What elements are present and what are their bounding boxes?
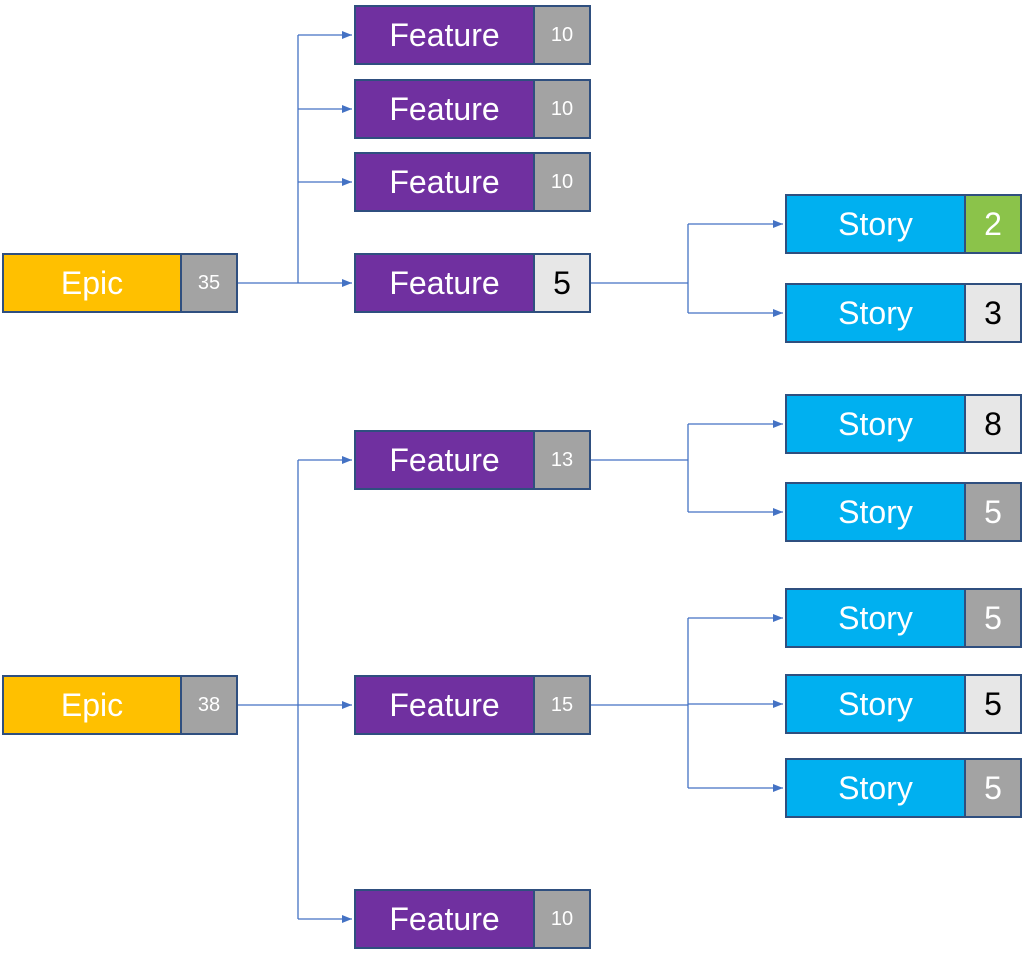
story-label: Story — [787, 285, 966, 341]
feature-label: Feature — [356, 81, 535, 137]
story-label: Story — [787, 484, 966, 540]
story-node: Story 5 — [785, 674, 1022, 734]
story-label: Story — [787, 676, 966, 732]
story-label: Story — [787, 396, 966, 452]
feature-node: Feature 13 — [354, 430, 591, 490]
story-points: 5 — [966, 484, 1020, 540]
story-label: Story — [787, 196, 966, 252]
story-node: Story 2 — [785, 194, 1022, 254]
feature-label: Feature — [356, 432, 535, 488]
feature-label: Feature — [356, 891, 535, 947]
story-label: Story — [787, 760, 966, 816]
story-points: 5 — [966, 760, 1020, 816]
story-node: Story 5 — [785, 758, 1022, 818]
feature-points: 10 — [535, 891, 589, 947]
feature-points: 5 — [535, 255, 589, 311]
epic-label: Epic — [4, 255, 182, 311]
feature-points: 10 — [535, 154, 589, 210]
feature-points: 10 — [535, 7, 589, 63]
story-node: Story 5 — [785, 588, 1022, 648]
story-node: Story 3 — [785, 283, 1022, 343]
feature-node: Feature 10 — [354, 889, 591, 949]
epic-node: Epic 38 — [2, 675, 238, 735]
epic-label: Epic — [4, 677, 182, 733]
feature-label: Feature — [356, 7, 535, 63]
story-points: 5 — [966, 676, 1020, 732]
feature-node: Feature 10 — [354, 79, 591, 139]
feature-label: Feature — [356, 677, 535, 733]
story-label: Story — [787, 590, 966, 646]
story-node: Story 8 — [785, 394, 1022, 454]
feature-points: 13 — [535, 432, 589, 488]
feature-points: 10 — [535, 81, 589, 137]
epic-points: 38 — [182, 677, 236, 733]
story-node: Story 5 — [785, 482, 1022, 542]
story-points: 8 — [966, 396, 1020, 452]
story-points: 3 — [966, 285, 1020, 341]
feature-node: Feature 10 — [354, 5, 591, 65]
story-points: 5 — [966, 590, 1020, 646]
feature-label: Feature — [356, 154, 535, 210]
feature-label: Feature — [356, 255, 535, 311]
story-points: 2 — [966, 196, 1020, 252]
feature-node: Feature 15 — [354, 675, 591, 735]
feature-node: Feature 5 — [354, 253, 591, 313]
epic-points: 35 — [182, 255, 236, 311]
epic-node: Epic 35 — [2, 253, 238, 313]
feature-node: Feature 10 — [354, 152, 591, 212]
feature-points: 15 — [535, 677, 589, 733]
